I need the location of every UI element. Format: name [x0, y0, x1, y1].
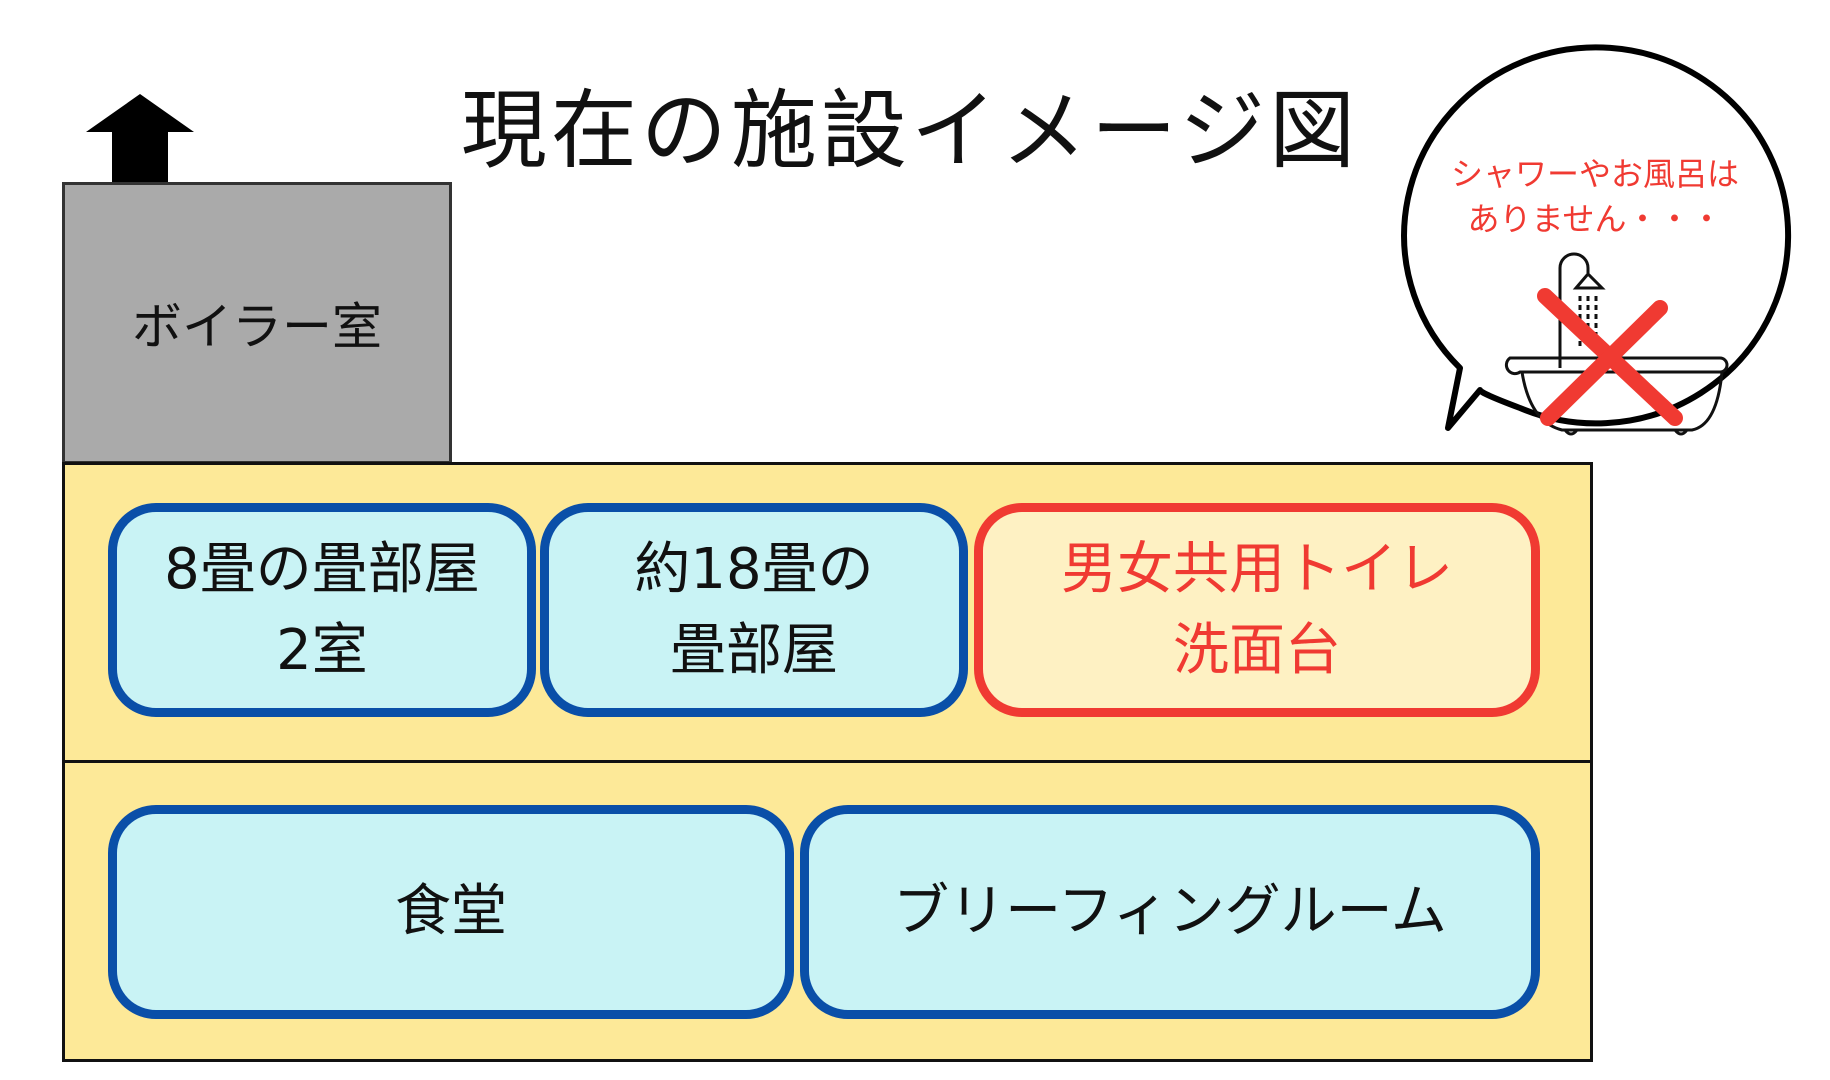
chimney-arrow-icon: [86, 94, 194, 182]
room-label: 畳部屋: [670, 618, 838, 683]
boiler-room: ボイラー室: [62, 182, 452, 464]
room-label: ブリーフィングルーム: [893, 879, 1447, 945]
lower-floor: 食堂 ブリーフィングルーム: [62, 760, 1593, 1062]
room-label: 食堂: [395, 879, 507, 945]
room-dining: 食堂: [108, 805, 794, 1019]
room-briefing: ブリーフィングルーム: [800, 805, 1540, 1019]
speech-bubble: [1401, 44, 1792, 436]
room-tatami-8: 8畳の畳部屋 2室: [108, 503, 536, 717]
room-toilet-washroom: 男女共用トイレ 洗面台: [974, 503, 1540, 717]
bubble-line: ありません・・・: [1467, 199, 1723, 238]
cross-icon: [1537, 288, 1683, 426]
bathtub-shower-icon: [1504, 252, 1729, 436]
room-label: 2室: [276, 618, 368, 683]
room-label: 男女共用トイレ: [1061, 536, 1453, 602]
room-label: 約18畳の: [634, 536, 874, 602]
bubble-line: シャワーやお風呂は: [1450, 155, 1739, 193]
page-title: 現在の施設イメージ図: [460, 81, 1360, 181]
upper-floor: 8畳の畳部屋 2室 約18畳の 畳部屋 男女共用トイレ 洗面台: [62, 462, 1593, 764]
room-tatami-18: 約18畳の 畳部屋: [540, 503, 968, 717]
room-label: 洗面台: [1173, 618, 1341, 683]
bubble-text: シャワーやお風呂は ありません・・・: [1420, 152, 1770, 242]
room-label: 8畳の畳部屋: [164, 536, 480, 602]
